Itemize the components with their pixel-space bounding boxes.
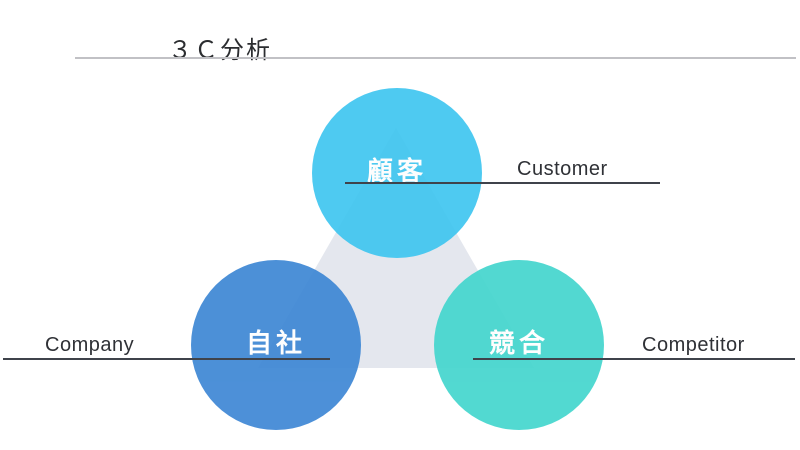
title-underline xyxy=(75,57,796,59)
company-english-label: Company xyxy=(45,334,135,356)
customer-kanji-label: 顧客 xyxy=(366,155,427,186)
competitor-connector-line xyxy=(473,358,795,360)
competitor-english-label: Competitor xyxy=(642,334,745,356)
company-circle: 自社 xyxy=(191,260,361,430)
customer-connector-line xyxy=(345,182,660,184)
customer-english-label: Customer xyxy=(517,158,608,180)
competitor-circle: 競合 xyxy=(434,260,604,430)
customer-circle: 顧客 xyxy=(312,88,482,258)
company-kanji-label: 自社 xyxy=(245,327,306,358)
company-connector-line xyxy=(3,358,330,360)
slide-title: ３Ｃ分析 xyxy=(168,37,272,64)
competitor-kanji-label: 競合 xyxy=(488,327,549,358)
